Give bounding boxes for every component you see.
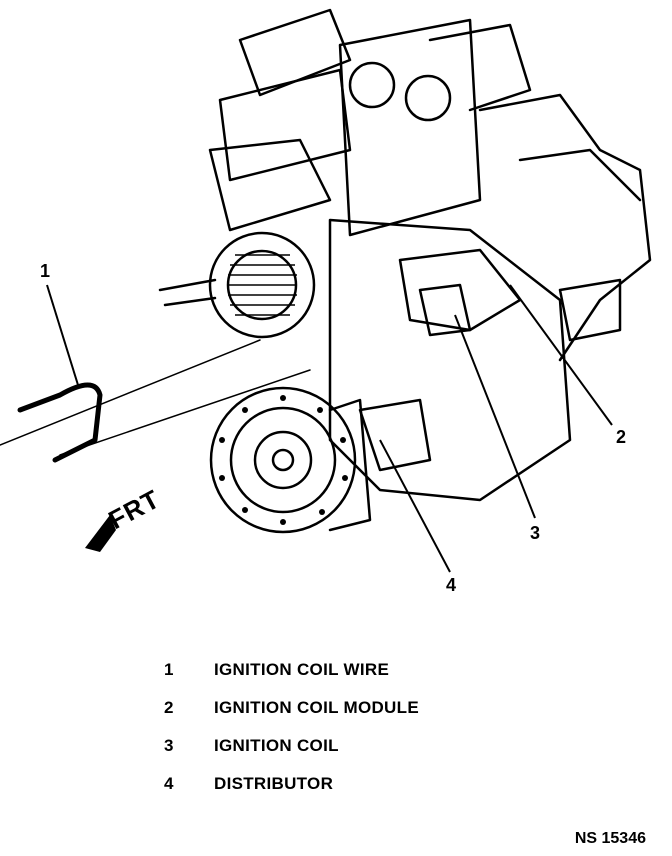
legend-row: 1 IGNITION COIL WIRE <box>0 660 672 686</box>
throttle-bore-left <box>348 61 396 109</box>
balancer-bolt-holes <box>219 395 348 525</box>
callout-3: 3 <box>530 523 541 543</box>
legend-label: IGNITION COIL WIRE <box>214 660 390 679</box>
legend-number: 4 <box>164 774 174 793</box>
legend-label: IGNITION COIL MODULE <box>214 698 419 717</box>
throttle-body-plate <box>338 18 482 237</box>
legend-row: 3 IGNITION COIL <box>0 736 672 762</box>
legend-label: IGNITION COIL <box>214 736 339 755</box>
legend-row: 4 DISTRIBUTOR <box>0 774 672 800</box>
engine-block <box>328 218 572 502</box>
ignition-coil-wire <box>17 382 103 463</box>
fan-hatching <box>228 254 297 316</box>
distributor-body <box>358 398 432 472</box>
legend-number: 3 <box>164 736 174 755</box>
throttle-bore-right <box>404 74 452 122</box>
callout-1: 1 <box>40 261 51 281</box>
callout-leader-lines <box>46 284 613 573</box>
ignition-coil-body <box>418 283 472 337</box>
front-arrow-icon <box>85 515 116 552</box>
engine-diagram: 1 2 3 4 FRT <box>0 8 652 595</box>
callout-4: 4 <box>446 575 457 595</box>
exhaust-manifold <box>558 278 622 342</box>
engine-drawing <box>0 8 652 573</box>
figure-id: NS 15346 <box>574 830 646 847</box>
harmonic-balancer <box>209 386 357 534</box>
thermostat-housing <box>208 138 332 232</box>
legend-number: 1 <box>164 660 174 679</box>
ignition-coil-module-body <box>398 248 522 332</box>
callout-2: 2 <box>616 427 627 447</box>
legend-number: 2 <box>164 698 174 717</box>
legend-label: DISTRIBUTOR <box>214 774 334 793</box>
air-cleaner-outline <box>238 8 352 97</box>
water-pump-pulley <box>208 231 316 339</box>
legend-row: 2 IGNITION COIL MODULE <box>0 698 672 724</box>
